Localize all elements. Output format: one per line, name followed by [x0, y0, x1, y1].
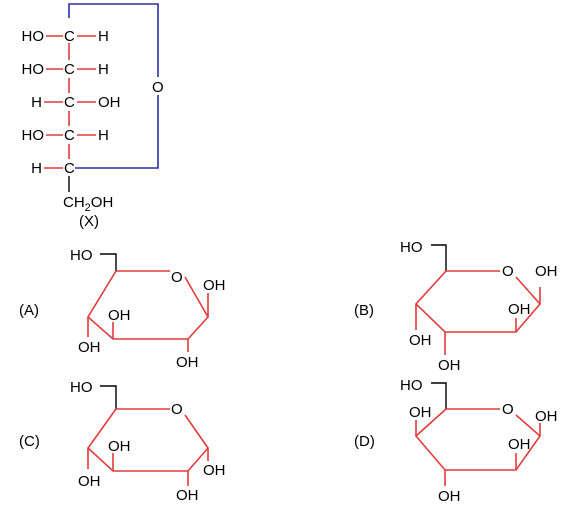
option-a-c2-oh: OH — [176, 354, 199, 371]
option-a-c6-oh: HO — [70, 247, 93, 264]
structure-x-label: (X) — [79, 213, 99, 230]
option-d-structure: (D) HO O OH OH OH OH — [354, 377, 558, 505]
fischer-c5-left: HO — [22, 127, 45, 144]
option-c-c1-oh: OH — [203, 462, 226, 479]
fischer-terminal-group: CH2OH — [63, 194, 113, 214]
option-d-c3-oh: OH — [438, 488, 461, 505]
option-a-ring-oxygen: O — [171, 269, 183, 286]
option-b-ring-oxygen: O — [502, 263, 514, 280]
option-d-c6-oh: HO — [400, 377, 423, 394]
option-b-c4-oh: OH — [409, 332, 432, 349]
fischer-c2-carbon: C — [64, 28, 75, 45]
option-a-label: (A) — [19, 302, 39, 319]
option-a-c1-oh: OH — [203, 277, 226, 294]
option-c-structure: (C) HO O OH OH OH OH — [19, 379, 226, 504]
option-c-c2-oh: OH — [176, 487, 199, 504]
option-a-structure: (A) HO O OH OH OH OH — [19, 247, 226, 371]
fischer-c2-right: H — [98, 28, 109, 45]
fischer-c5-right: H — [98, 127, 109, 144]
option-d-ring-oxygen: O — [502, 401, 514, 418]
option-b-c6-oh: HO — [400, 239, 423, 256]
option-b-label: (B) — [354, 302, 374, 319]
fischer-c3-left: HO — [22, 61, 45, 78]
option-c-c3-oh: OH — [108, 438, 131, 455]
fischer-c4-carbon: C — [64, 94, 75, 111]
option-a-c4-oh: OH — [78, 339, 101, 356]
fischer-c4-left: H — [31, 94, 42, 111]
option-c-c4-oh: OH — [78, 473, 101, 490]
option-b-structure: (B) HO O OH OH OH OH — [354, 239, 558, 374]
fischer-c2-left: HO — [22, 28, 45, 45]
ring-oxygen-label: O — [152, 79, 164, 96]
fischer-c3-carbon: C — [64, 61, 75, 78]
option-d-c1-oh: OH — [535, 408, 558, 425]
option-d-c4-oh: OH — [409, 404, 432, 421]
option-c-label: (C) — [19, 433, 40, 450]
option-b-c3-oh: OH — [438, 357, 461, 374]
fischer-c6-left: H — [31, 160, 42, 177]
option-d-label: (D) — [354, 433, 375, 450]
fischer-c5-carbon: C — [64, 127, 75, 144]
option-c-c6-oh: HO — [70, 379, 93, 396]
option-c-ring-oxygen: O — [171, 401, 183, 418]
option-d-c2-oh: OH — [508, 436, 531, 453]
option-b-c1-oh: OH — [535, 263, 558, 280]
fischer-c4-right: OH — [98, 94, 121, 111]
ring-bond-bottom — [75, 95, 159, 169]
option-a-c3-oh: OH — [108, 307, 131, 324]
fischer-projection: O HO C H HO C H H C OH HO C H H C — [22, 3, 164, 230]
fischer-c3-right: H — [98, 61, 109, 78]
option-b-c2-oh: OH — [508, 301, 531, 318]
ring-bond-top — [68, 3, 159, 77]
fischer-c6-carbon: C — [64, 160, 75, 177]
